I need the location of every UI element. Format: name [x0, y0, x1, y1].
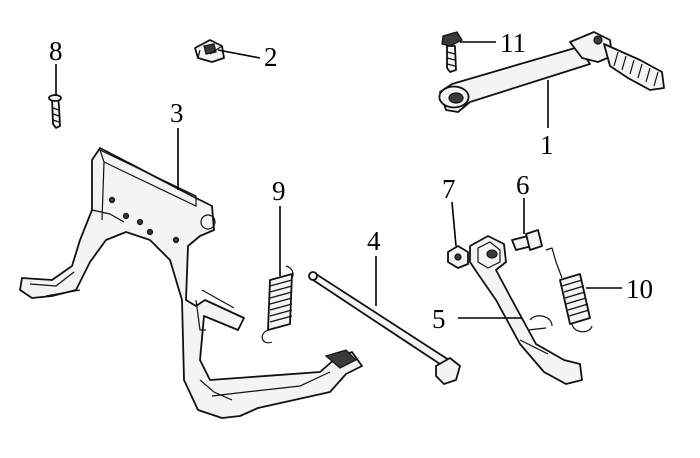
callout-7: 7 [442, 174, 456, 204]
callout-labels: 8 2 3 11 1 9 4 7 6 5 10 [49, 28, 653, 334]
callout-2: 2 [264, 42, 278, 72]
leader-line-7 [451, 201, 457, 247]
center-stand-part-3 [19, 147, 363, 419]
bolt-part-11 [441, 31, 463, 73]
callout-6: 6 [516, 170, 530, 200]
clip-part-2 [194, 39, 225, 63]
callout-4: 4 [367, 226, 381, 256]
callout-9: 9 [272, 176, 286, 206]
spring-part-10 [545, 247, 593, 333]
bolt-part-6 [511, 229, 543, 251]
callout-8: 8 [49, 36, 63, 66]
callout-10: 10 [626, 274, 653, 304]
leader-line-2 [217, 49, 261, 59]
callout-5: 5 [432, 304, 446, 334]
screw-part-8 [48, 94, 62, 129]
callout-1: 1 [540, 130, 554, 160]
leader-lines [55, 41, 622, 319]
side-stand-part-5 [469, 235, 583, 385]
kickstart-arm-part-1 [438, 31, 665, 113]
callout-3: 3 [170, 98, 184, 128]
callout-11: 11 [500, 28, 526, 58]
nut-part-7 [447, 245, 469, 269]
shaft-part-4 [308, 271, 461, 385]
spring-part-9 [261, 265, 294, 344]
